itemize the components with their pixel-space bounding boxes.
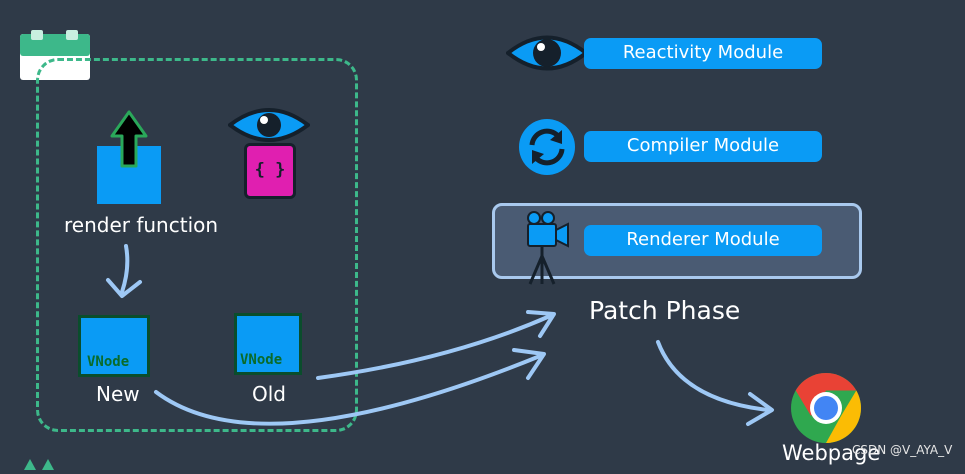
vnode-new-tag: VNode	[87, 354, 130, 370]
render-function-label: render function	[64, 213, 219, 237]
vnode-old-box: VNode	[234, 313, 302, 375]
browser-chrome-icon	[790, 372, 862, 444]
curly-braces-label: { }	[254, 160, 286, 180]
partial-green-shape	[18, 455, 62, 470]
renderer-module-pill: Renderer Module	[584, 225, 822, 256]
reactivity-module-pill: Reactivity Module	[584, 38, 822, 69]
vnode-old-caption: Old	[252, 382, 286, 406]
render-to-vnode-arrow	[100, 244, 150, 304]
reactive-data-box: { }	[244, 143, 296, 199]
render-function-icon	[96, 110, 162, 206]
watch-eye-icon	[226, 103, 312, 147]
compiler-module-pill: Compiler Module	[584, 131, 822, 162]
app-block-icon	[19, 30, 91, 82]
vnode-to-patch-arrows	[150, 300, 570, 450]
watermark-text: CSDN @V_AYA_V	[852, 443, 953, 457]
compiler-sync-icon	[518, 118, 576, 176]
camera-tripod-icon	[526, 210, 570, 286]
patch-phase-label: Patch Phase	[589, 296, 741, 325]
patch-to-webpage-arrow	[650, 338, 780, 428]
vnode-old-tag: VNode	[240, 352, 283, 368]
vnode-new-caption: New	[96, 382, 140, 406]
webpage-label: Webpage	[782, 441, 881, 465]
reactivity-eye-icon	[504, 30, 590, 76]
vnode-new-box: VNode	[78, 315, 150, 377]
component-group-frame	[36, 58, 358, 432]
